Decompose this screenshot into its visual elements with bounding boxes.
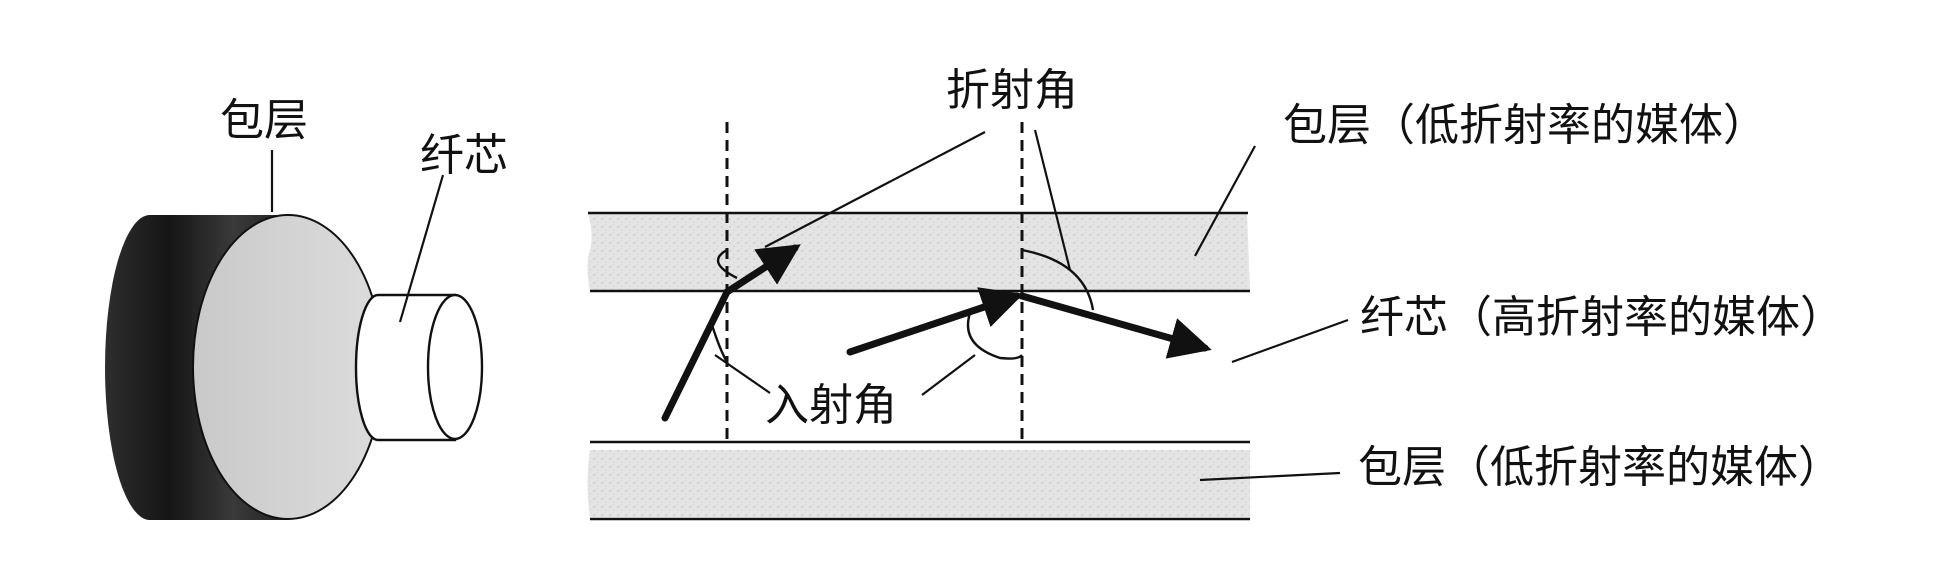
core-end-face bbox=[426, 293, 484, 441]
leader-refraction-angle-left bbox=[764, 131, 986, 248]
incident-ray-right bbox=[846, 287, 1024, 356]
label-incidence-angle: 入射角 bbox=[765, 380, 897, 431]
refraction-angle-arc-right bbox=[1021, 248, 1095, 311]
core-layer bbox=[586, 290, 1253, 440]
leader-incidence-angle-left bbox=[714, 354, 771, 394]
fiber-longitudinal-section bbox=[586, 122, 1253, 521]
fiber-end-view bbox=[105, 214, 484, 520]
label-core: 纤芯（高折射率的媒体） bbox=[1360, 292, 1844, 343]
label-refraction-angle: 折射角 bbox=[946, 65, 1078, 116]
leader-cladding-top bbox=[1194, 145, 1256, 257]
label-cladding-bottom: 包层（低折射率的媒体） bbox=[1358, 442, 1842, 493]
label-cladding-top: 包层（低折射率的媒体） bbox=[1283, 100, 1767, 151]
leader-left-core bbox=[398, 174, 445, 323]
refracted-ray-left bbox=[723, 244, 801, 296]
cladding-ring bbox=[192, 214, 384, 520]
incidence-angle-arc-left bbox=[710, 324, 729, 363]
refraction-angle-arc-left bbox=[716, 248, 738, 280]
label-left-core: 纤芯 bbox=[420, 130, 508, 181]
leader-cladding-bottom bbox=[1199, 471, 1341, 482]
leader-incidence-angle-right bbox=[921, 354, 976, 396]
incidence-angle-arc-right bbox=[966, 312, 1023, 360]
core-cylinder bbox=[354, 293, 457, 442]
leader-refraction-angle-right bbox=[1033, 129, 1072, 271]
incident-ray-left bbox=[661, 288, 731, 422]
top-cladding-layer bbox=[587, 213, 1250, 290]
reflected-ray-right bbox=[1018, 292, 1212, 359]
leader-core bbox=[1231, 318, 1349, 364]
label-left-cladding: 包层 bbox=[220, 95, 308, 146]
bottom-cladding-layer bbox=[587, 450, 1250, 517]
